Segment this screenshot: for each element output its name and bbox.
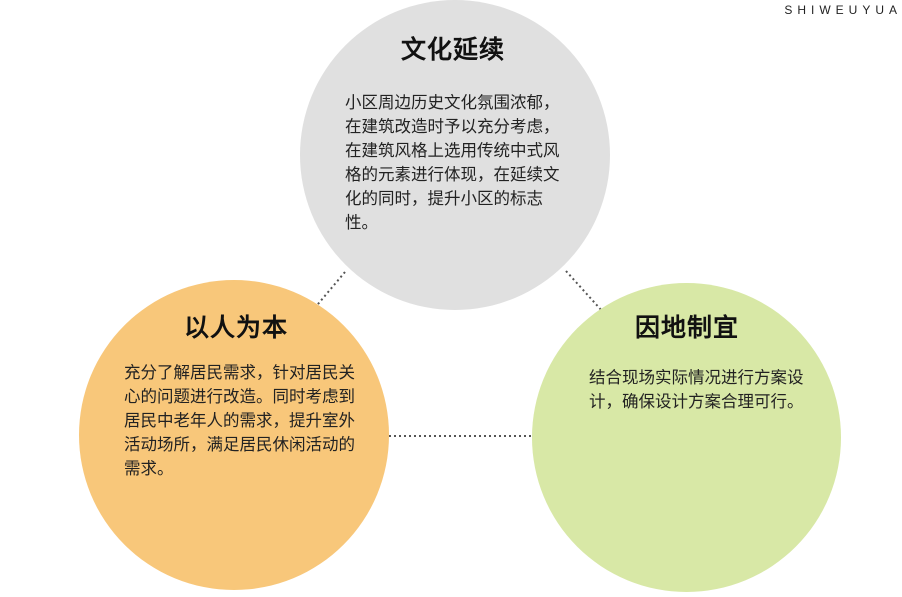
title-culture: 文化延续 <box>401 35 506 64</box>
connector-top-left <box>312 271 346 311</box>
text-culture: 小区周边历史文化氛围浓郁，在建筑改造时予以充分考虑，在建筑风格上选用传统中式风格… <box>345 93 560 232</box>
title-local: 因地制宜 <box>635 313 740 342</box>
watermark-text: SHIWEUYUA <box>784 3 902 17</box>
circle-people <box>79 280 389 590</box>
text-people: 充分了解居民需求，针对居民关心的问题进行改造。同时考虑到居民中老年人的需求，提升… <box>124 363 355 478</box>
title-people: 以人为本 <box>184 313 289 342</box>
connector-top-right <box>565 270 604 313</box>
circle-culture <box>300 0 610 310</box>
text-local: 结合现场实际情况进行方案设计，确保设计方案合理可行。 <box>589 368 804 411</box>
circle-local <box>532 283 841 592</box>
